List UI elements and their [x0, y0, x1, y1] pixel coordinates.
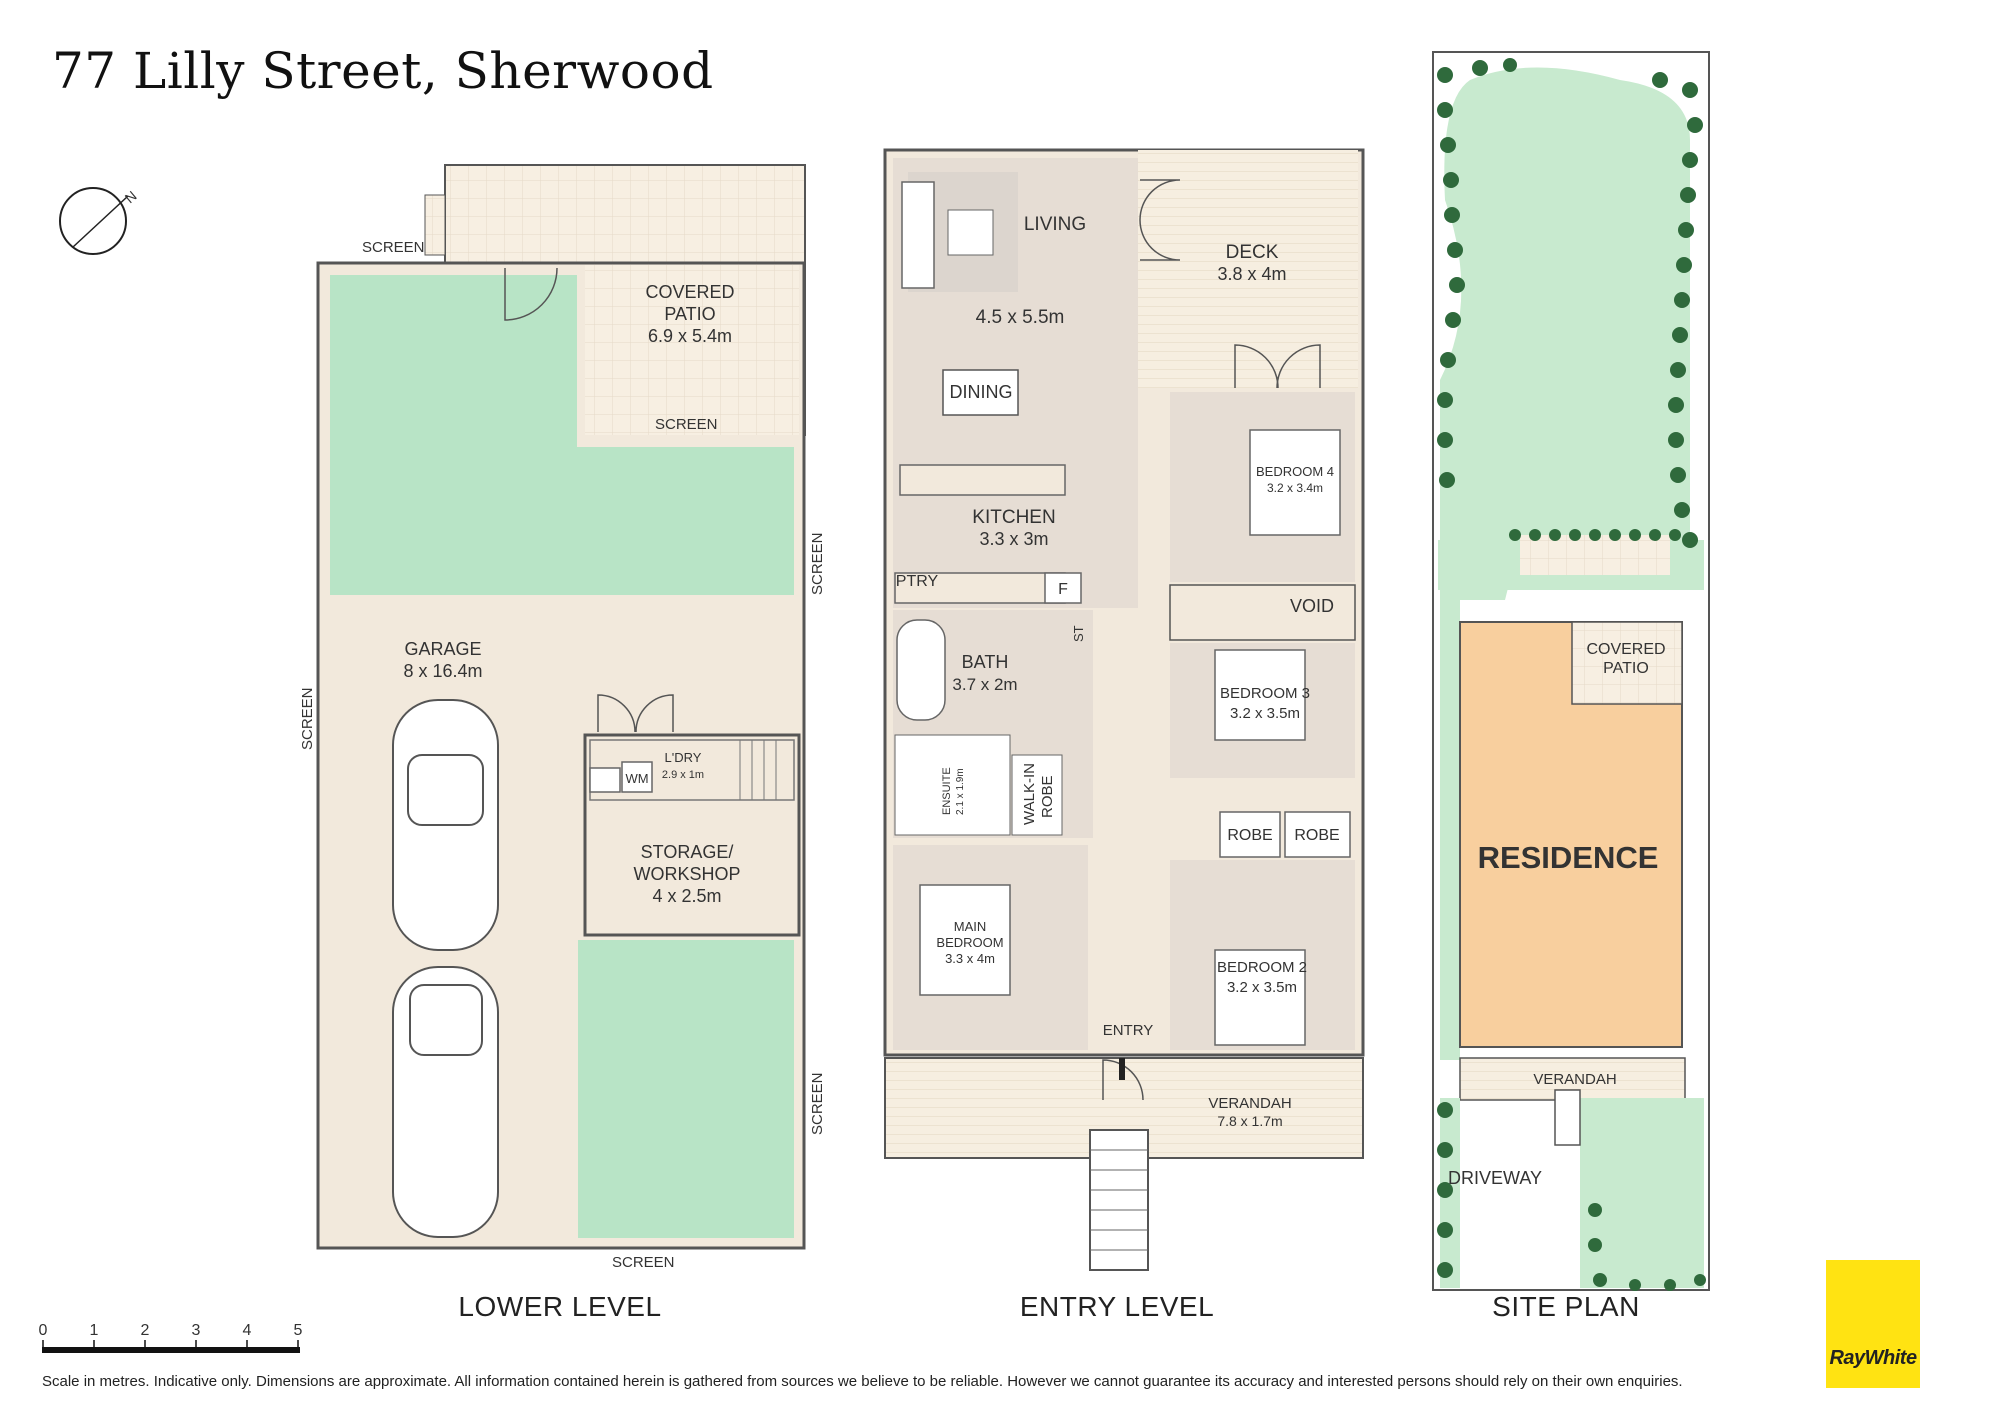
lower-level-heading: LOWER LEVEL	[458, 1291, 661, 1322]
entry-label: ENTRY	[1103, 1022, 1154, 1039]
page-title: 77 Lilly Street, Sherwood	[52, 42, 714, 100]
covered-patio-label-1: COVERED	[645, 282, 734, 302]
entry-level-heading: ENTRY LEVEL	[1020, 1291, 1214, 1322]
dining-label: DINING	[950, 382, 1013, 402]
lower-screen-left-label: SCREEN	[299, 687, 316, 750]
robe-right-label: ROBE	[1294, 827, 1339, 844]
bedroom2-label: BEDROOM 2	[1217, 959, 1307, 976]
garage-label: GARAGE	[404, 639, 481, 659]
residence-label: RESIDENCE	[1478, 840, 1659, 875]
lower-screen-top-label: SCREEN	[362, 239, 425, 256]
main-bedroom-label-1: MAIN	[954, 919, 987, 934]
storage-label-1: STORAGE/	[641, 842, 734, 862]
kitchen-label: KITCHEN	[972, 507, 1055, 528]
walk-in-robe-label-1: WALK-IN	[1021, 763, 1038, 825]
covered-patio-dimensions: 6.9 x 5.4m	[648, 326, 732, 346]
void-label: VOID	[1290, 596, 1334, 616]
scale-tick-5: 5	[294, 1322, 303, 1339]
laundry-dimensions: 2.9 x 1m	[662, 769, 704, 781]
fridge-label: F	[1058, 581, 1068, 598]
scale-tick-2: 2	[141, 1322, 150, 1339]
verandah-dimensions: 7.8 x 1.7m	[1217, 1113, 1282, 1129]
bath-label: BATH	[962, 652, 1009, 672]
site-plan: COVERED PATIO RESIDENCE VERANDAH DRIVEWA…	[1432, 51, 1710, 1291]
compass-north-label: N	[122, 188, 140, 207]
raywhite-logo: RayWhite	[1826, 1260, 1920, 1388]
scale-tick-4: 4	[243, 1322, 252, 1339]
scale-tick-3: 3	[192, 1322, 201, 1339]
site-covered-patio-label-2: PATIO	[1603, 660, 1649, 677]
bath-dimensions: 3.7 x 2m	[952, 675, 1017, 694]
lower-screen-right-bottom-label: SCREEN	[809, 1072, 826, 1135]
scale-bar: 0 1 2 3 4 5	[39, 1322, 303, 1353]
bedroom3-label: BEDROOM 3	[1220, 685, 1310, 702]
verandah-label: VERANDAH	[1208, 1095, 1291, 1112]
storage-label-2: WORKSHOP	[633, 864, 740, 884]
deck-dimensions: 3.8 x 4m	[1217, 264, 1286, 284]
walk-in-robe-label-2: ROBE	[1039, 775, 1056, 818]
deck-label: DECK	[1226, 242, 1279, 263]
laundry-label: L'DRY	[665, 750, 702, 765]
kitchen-dimensions: 3.3 x 3m	[979, 529, 1048, 549]
site-plan-heading: SITE PLAN	[1492, 1291, 1640, 1322]
living-label: LIVING	[1024, 214, 1086, 235]
bedroom3-dimensions: 3.2 x 3.5m	[1230, 705, 1300, 722]
site-verandah-label: VERANDAH	[1533, 1071, 1616, 1088]
lower-screen-bottom-label: SCREEN	[612, 1254, 675, 1271]
pantry-label: PTRY	[896, 573, 939, 590]
scale-tick-1: 1	[90, 1322, 99, 1339]
bedroom4-label: BEDROOM 4	[1256, 464, 1334, 479]
entry-level-plan: LIVING 4.5 x 5.5m DINING DECK 3.8 x 4m K…	[883, 148, 1365, 1271]
logo-text: RayWhite	[1829, 1347, 1917, 1369]
storage-dimensions: 4 x 2.5m	[652, 886, 721, 906]
site-covered-patio-label-1: COVERED	[1586, 641, 1665, 658]
garage-dimensions: 8 x 16.4m	[403, 661, 482, 681]
bedroom2-dimensions: 3.2 x 3.5m	[1227, 979, 1297, 996]
washing-machine-label: WM	[625, 771, 648, 786]
driveway-label: DRIVEWAY	[1448, 1168, 1542, 1188]
main-bedroom-label-2: BEDROOM	[936, 935, 1003, 950]
ensuite-label: ENSUITE	[941, 767, 953, 815]
disclaimer: Scale in metres. Indicative only. Dimens…	[42, 1373, 1683, 1390]
living-dimensions: 4.5 x 5.5m	[976, 307, 1065, 328]
scale-tick-0: 0	[39, 1322, 48, 1339]
ensuite-dimensions: 2.1 x 1.9m	[955, 768, 966, 815]
main-bedroom-dimensions: 3.3 x 4m	[945, 951, 995, 966]
compass: N	[59, 187, 140, 255]
lower-level-plan: SCREEN SCREEN SCREEN SCREEN SCREEN SCREE…	[299, 164, 826, 1271]
storage-cupboard-label: ST	[1071, 625, 1086, 642]
covered-patio-label-2: PATIO	[664, 304, 715, 324]
lower-screen-patio-label: SCREEN	[655, 416, 718, 433]
robe-left-label: ROBE	[1227, 827, 1272, 844]
bedroom4-dimensions: 3.2 x 3.4m	[1267, 481, 1323, 495]
lower-screen-right-top-label: SCREEN	[809, 532, 826, 595]
